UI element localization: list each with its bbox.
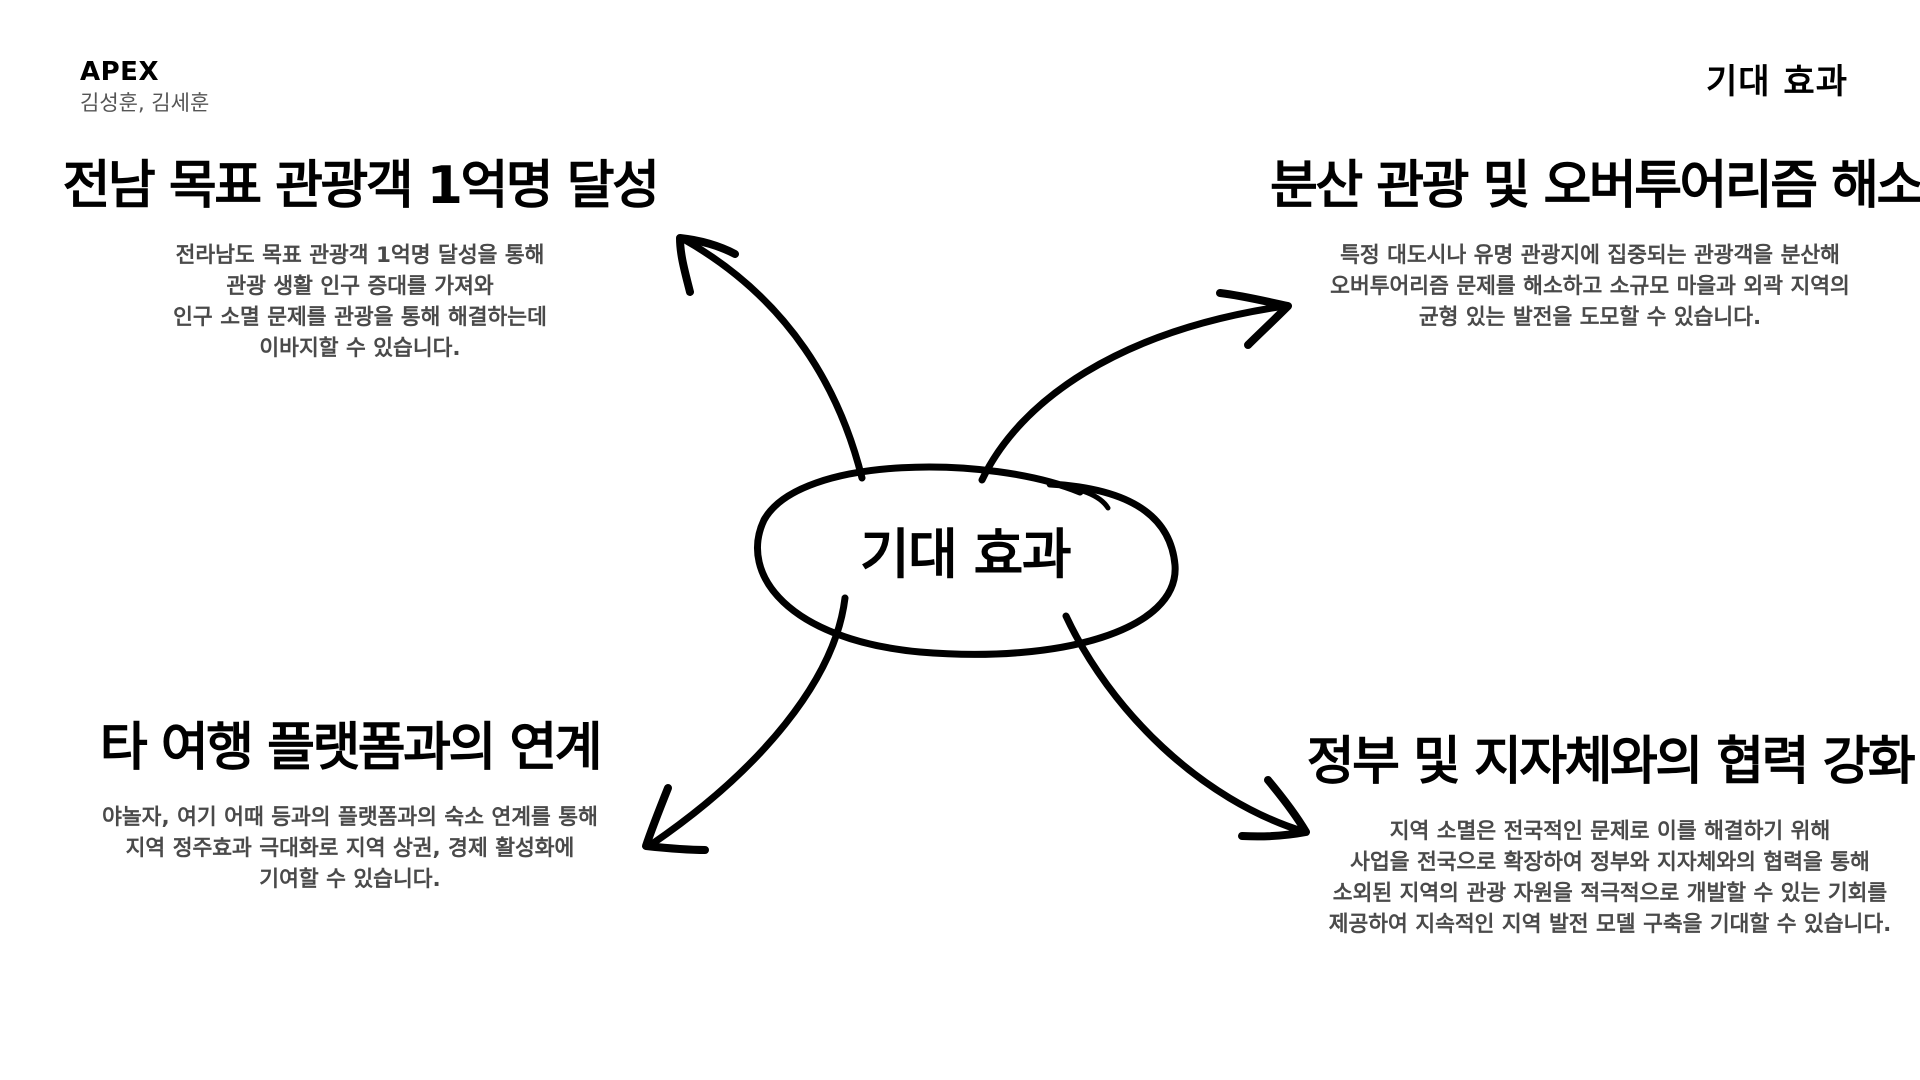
effect-description: 야놀자, 여기 어때 등과의 플랫폼과의 숙소 연계를 통해 지역 정주효과 극…	[102, 805, 598, 892]
arrow-top-right-head	[1216, 289, 1292, 349]
effect-block-platform-link: 타 여행 플랫폼과의 연계 야놀자, 여기 어때 등과의 플랫폼과의 숙소 연계…	[30, 716, 670, 895]
effect-title: 분산 관광 및 오버투어리즘 해소	[1270, 156, 1920, 216]
effect-block-overtourism: 분산 관광 및 오버투어리즘 해소 특정 대도시나 유명 관광지에 집중되는 관…	[1270, 154, 1920, 333]
brand-name: APEX	[80, 57, 159, 87]
page-label: 기대 효과	[1706, 62, 1848, 102]
center-oval	[754, 463, 1179, 658]
effect-description: 특정 대도시나 유명 관광지에 집중되는 관광객을 분산해 오버투어리즘 문제를…	[1330, 243, 1850, 330]
arrow-top-left-head	[676, 234, 739, 296]
effect-description: 전라남도 목표 관광객 1억명 달성을 통해 관광 생활 인구 증대를 가져와 …	[173, 243, 547, 361]
arrow-bottom-left-shaft	[648, 594, 849, 848]
brand: APEX 김성훈, 김세훈	[80, 56, 209, 118]
effect-title: 정부 및 지자체와의 협력 강화	[1306, 732, 1916, 792]
effect-title: 전남 목표 관광객 1억명 달성	[62, 156, 660, 216]
effect-title: 타 여행 플랫폼과의 연계	[99, 718, 603, 778]
arrow-top-right-shaft	[978, 302, 1289, 484]
effect-block-tourist-target: 전남 목표 관광객 1억명 달성 전라남도 목표 관광객 1억명 달성을 통해 …	[40, 154, 680, 364]
arrow-bottom-left-head	[642, 784, 709, 854]
arrow-bottom-right-shaft	[1062, 612, 1309, 836]
arrow-top-left-shaft	[681, 236, 866, 482]
center-label: 기대 효과	[859, 523, 1072, 586]
brand-authors: 김성훈, 김세훈	[80, 91, 210, 115]
arrow-bottom-right-head	[1238, 776, 1310, 841]
effect-block-government-cooperation: 정부 및 지자체와의 협력 강화 지역 소멸은 전국적인 문제로 이를 해결하기…	[1290, 730, 1920, 940]
center-oval-overlap	[1047, 481, 1111, 511]
effect-description: 지역 소멸은 전국적인 문제로 이를 해결하기 위해 사업을 전국으로 확장하여…	[1328, 819, 1892, 937]
